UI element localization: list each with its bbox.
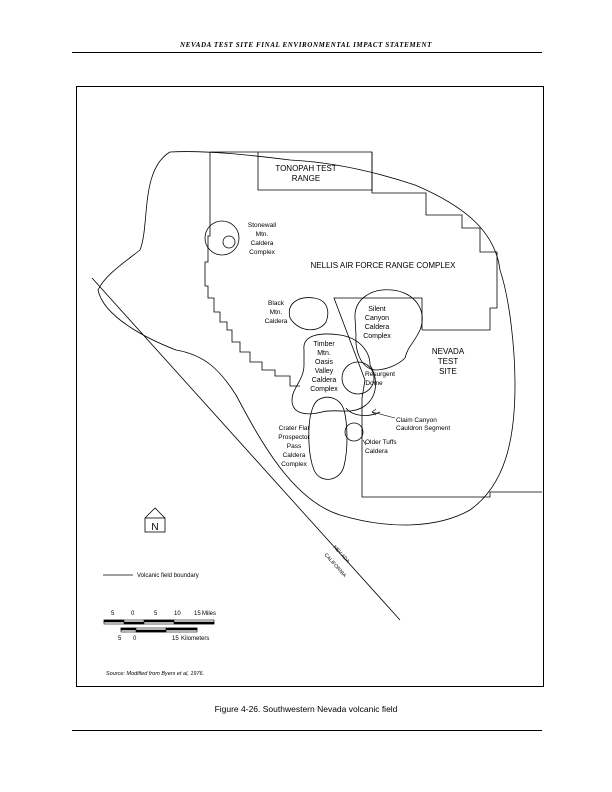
crater-flat-label-line: Complex [281, 461, 307, 468]
nevada-test-site-label-line: SITE [439, 367, 457, 376]
timber-mtn-caldera [291, 333, 376, 415]
stonewall-label-line: Mtn. [256, 231, 269, 238]
scale-miles-unit: Miles [202, 611, 216, 617]
older-tuffs-caldera [344, 422, 364, 442]
scale-miles-tick: 0 [131, 611, 135, 617]
crater-flat-label-line: Prospector [278, 434, 310, 441]
scale-miles-bar [103, 619, 215, 625]
silent-canyon-label-line: Canyon [365, 315, 389, 322]
scale-km-tick: 5 [118, 636, 122, 642]
scale-km-bar [120, 627, 198, 633]
map-source: Source: Modified from Byers et al, 1976. [106, 671, 204, 677]
tonopah-label-line: TONOPAH TEST [275, 164, 336, 173]
silent-canyon-label: Silent Canyon Caldera Complex [363, 306, 391, 340]
claim-canyon-label-line: Claim Canyon [396, 417, 437, 424]
resurgent-dome-label: Resurgent Dome [365, 371, 395, 387]
older-tuffs-leader [362, 439, 367, 446]
stonewall-label: Stonewall Mtn. Caldera Complex [248, 222, 277, 256]
older-tuffs-label-line: Caldera [365, 448, 388, 455]
stonewall-label-line: Stonewall [248, 222, 277, 229]
silent-canyon-label-line: Silent [368, 306, 386, 313]
legend-boundary-label: Volcanic field boundary [137, 573, 199, 579]
nevada-test-site-label-line: TEST [438, 357, 459, 366]
older-tuffs-label: Older Tuffs Caldera [365, 439, 397, 455]
timber-mtn-label-line: Valley [315, 368, 334, 375]
scale-miles-tick: 10 [174, 611, 181, 617]
nevada-test-site-label-line: NEVADA [432, 347, 465, 356]
scale-miles-tick: 5 [111, 611, 115, 617]
scale-km-tick: 0 [133, 636, 137, 642]
timber-mtn-label-line: Oasis [315, 359, 333, 366]
black-mtn-label-line: Caldera [265, 318, 288, 325]
crater-flat-caldera [308, 396, 348, 480]
claim-canyon-label-line: Cauldron Segment [396, 425, 450, 432]
black-mtn-label: Black Mtn. Caldera [265, 300, 288, 325]
nevada-test-site-label: NEVADA TEST SITE [432, 347, 465, 376]
timber-mtn-label: Timber Mtn. Oasis Valley Caldera Complex [310, 341, 338, 393]
scale-miles-tick: 15 [194, 611, 201, 617]
silent-canyon-caldera [354, 289, 423, 371]
state-line [91, 277, 401, 621]
state-line-labels: NEV ADA CALIFORNIA [323, 544, 351, 579]
nts-boundary [333, 297, 542, 498]
claim-canyon-arrow [371, 408, 396, 419]
scale-km-unit: Kilometers [181, 636, 209, 642]
crater-flat-label-line: Pass [287, 443, 302, 450]
scale-km-ticks: 5 0 15 Kilometers [118, 636, 209, 642]
stonewall-caldera [204, 220, 240, 256]
resurgent-dome [341, 361, 375, 395]
figure-caption: Figure 4-26. Southwestern Nevada volcani… [214, 704, 398, 714]
footer-rule [72, 730, 542, 731]
header-rule [72, 52, 542, 53]
crater-flat-label: Crater Flat Prospector Pass Caldera Comp… [278, 425, 310, 468]
tonopah-label: TONOPAH TEST RANGE [275, 164, 336, 183]
crater-flat-label-line: Caldera [283, 452, 306, 459]
tonopah-label-line: RANGE [292, 174, 320, 183]
tonopah-boundary [257, 152, 373, 191]
timber-mtn-label-line: Timber [313, 341, 335, 348]
timber-mtn-label-line: Caldera [312, 377, 337, 384]
timber-mtn-label-line: Mtn. [317, 350, 331, 357]
timber-mtn-label-line: Complex [310, 386, 338, 393]
black-mtn-label-line: Mtn. [270, 309, 283, 316]
nellis-boundary [204, 151, 498, 387]
north-arrow-icon [144, 507, 166, 533]
crater-flat-label-line: Crater Flat [279, 425, 310, 432]
black-mtn-caldera [288, 297, 329, 331]
resurgent-dome-label-line: Dome [365, 380, 383, 387]
nellis-label: NELLIS AIR FORCE RANGE COMPLEX [311, 261, 457, 270]
silent-canyon-label-line: Complex [363, 333, 391, 340]
stonewall-label-line: Complex [249, 249, 275, 256]
scale-miles-ticks: 5 0 5 10 15 Miles [111, 611, 216, 617]
map-frame [76, 86, 544, 687]
claim-canyon-label: Claim Canyon Cauldron Segment [396, 417, 450, 432]
older-tuffs-label-line: Older Tuffs [365, 439, 397, 446]
scale-miles-tick: 5 [154, 611, 158, 617]
resurgent-dome-label-line: Resurgent [365, 371, 395, 378]
silent-canyon-label-line: Caldera [365, 324, 390, 331]
north-arrow-letter: N [151, 522, 158, 533]
black-mtn-label-line: Black [268, 300, 285, 307]
volcanic-field-boundary [97, 151, 516, 526]
scale-km-tick: 15 [172, 636, 179, 642]
stonewall-label-line: Caldera [251, 240, 274, 247]
page-header: NEVADA TEST SITE FINAL ENVIRONMENTAL IMP… [180, 41, 432, 49]
